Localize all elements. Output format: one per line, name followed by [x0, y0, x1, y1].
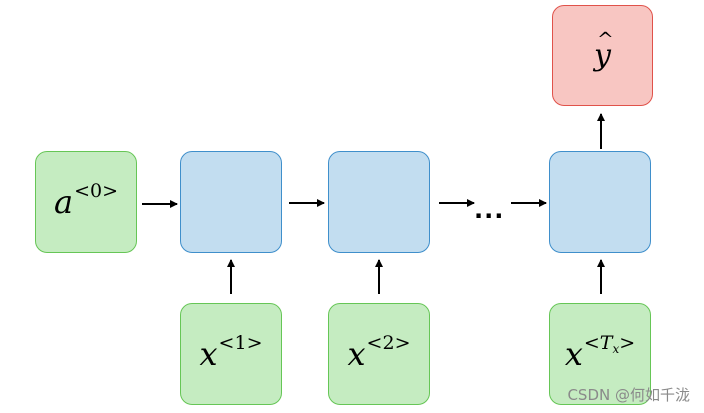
x1-label: x<1> [199, 334, 263, 373]
xT-superscript: <Tx> [583, 332, 636, 356]
a0-sup-open: < [74, 180, 90, 202]
x1-sup-open: < [218, 332, 235, 354]
xT-sup-mid: T [599, 332, 613, 354]
a0-sup-mid: 0 [89, 180, 103, 202]
initial-activation-node: a<0> [35, 151, 137, 253]
input-node-xT: x<Tx> [549, 303, 651, 405]
rnn-cell-1 [180, 151, 282, 253]
x2-sup-close: > [394, 332, 411, 354]
output-node: ^y [552, 5, 653, 106]
watermark: CSDN @何如千泷 [567, 386, 690, 404]
ellipsis: ... [474, 196, 505, 224]
a0-base: a [53, 183, 74, 221]
xT-sup-sub: x [612, 342, 620, 356]
input-node-x1: x<1> [180, 303, 282, 405]
yhat-label: ^y [594, 29, 614, 73]
yhat-accent: ^ [597, 26, 614, 51]
a0-label: a<0> [53, 182, 118, 221]
xT-base: x [564, 335, 583, 373]
x2-sup-mid: 2 [382, 332, 395, 354]
x1-sup-mid: 1 [234, 332, 247, 354]
x1-base: x [199, 335, 218, 373]
x2-sup-open: < [366, 332, 383, 354]
a0-superscript: <0> [74, 180, 118, 202]
x1-sup-close: > [246, 332, 263, 354]
x2-superscript: <2> [367, 332, 411, 354]
rnn-cell-2 [328, 151, 430, 253]
a0-sup-close: > [102, 180, 118, 202]
input-node-x2: x<2> [328, 303, 430, 405]
rnn-cell-T [549, 151, 651, 253]
x1-superscript: <1> [219, 332, 263, 354]
xT-sup-open: < [583, 332, 600, 354]
x2-label: x<2> [347, 334, 411, 373]
xT-label: x<Tx> [564, 334, 635, 373]
xT-sup-close: > [619, 332, 636, 354]
x2-base: x [347, 335, 366, 373]
yhat-base: y [594, 37, 611, 73]
